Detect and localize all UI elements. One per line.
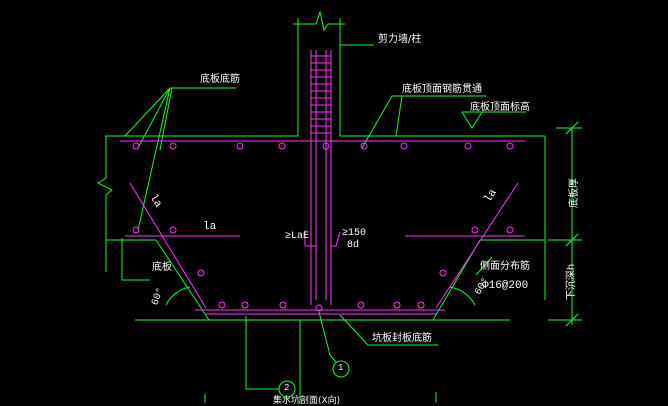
la-left-horizontal-label: la (203, 221, 217, 233)
callout-2-number: 2 (284, 383, 290, 393)
side-rebar-spec-label: Φ16@200 (482, 280, 529, 292)
anchor-150-label: ≥150 (342, 228, 367, 239)
slab-top-rebar-note-label: 底板顶面钢筋贯通 (402, 84, 482, 95)
slab-bottom-rebar-label: 底板底筋 (200, 74, 240, 85)
rebar-lines (120, 50, 525, 315)
anchor-8d-label: 8d (347, 240, 360, 251)
slab-bottom-label: 底板 (152, 262, 172, 273)
slab-top-elevation-label: 底板顶面标高 (470, 102, 530, 113)
side-distribution-rebar-label: 侧面分布筋 (480, 261, 530, 272)
rebar-dots (132, 142, 514, 312)
bottom-caption: 集水坑剖面(X向) (273, 396, 341, 406)
anchor-lae-label: ≥LaE (285, 231, 310, 242)
pit-depth-dimension-label: 下沉深h (566, 263, 578, 301)
concrete-outline (96, 10, 582, 403)
shear-wall-column-label: 剪力墙/柱 (378, 34, 422, 45)
callout-1-number: 1 (338, 363, 344, 373)
slab-thickness-dimension-label: 底板厚 (569, 178, 580, 208)
pit-bottom-rebar-label: 坑板封板底筋 (372, 333, 432, 344)
